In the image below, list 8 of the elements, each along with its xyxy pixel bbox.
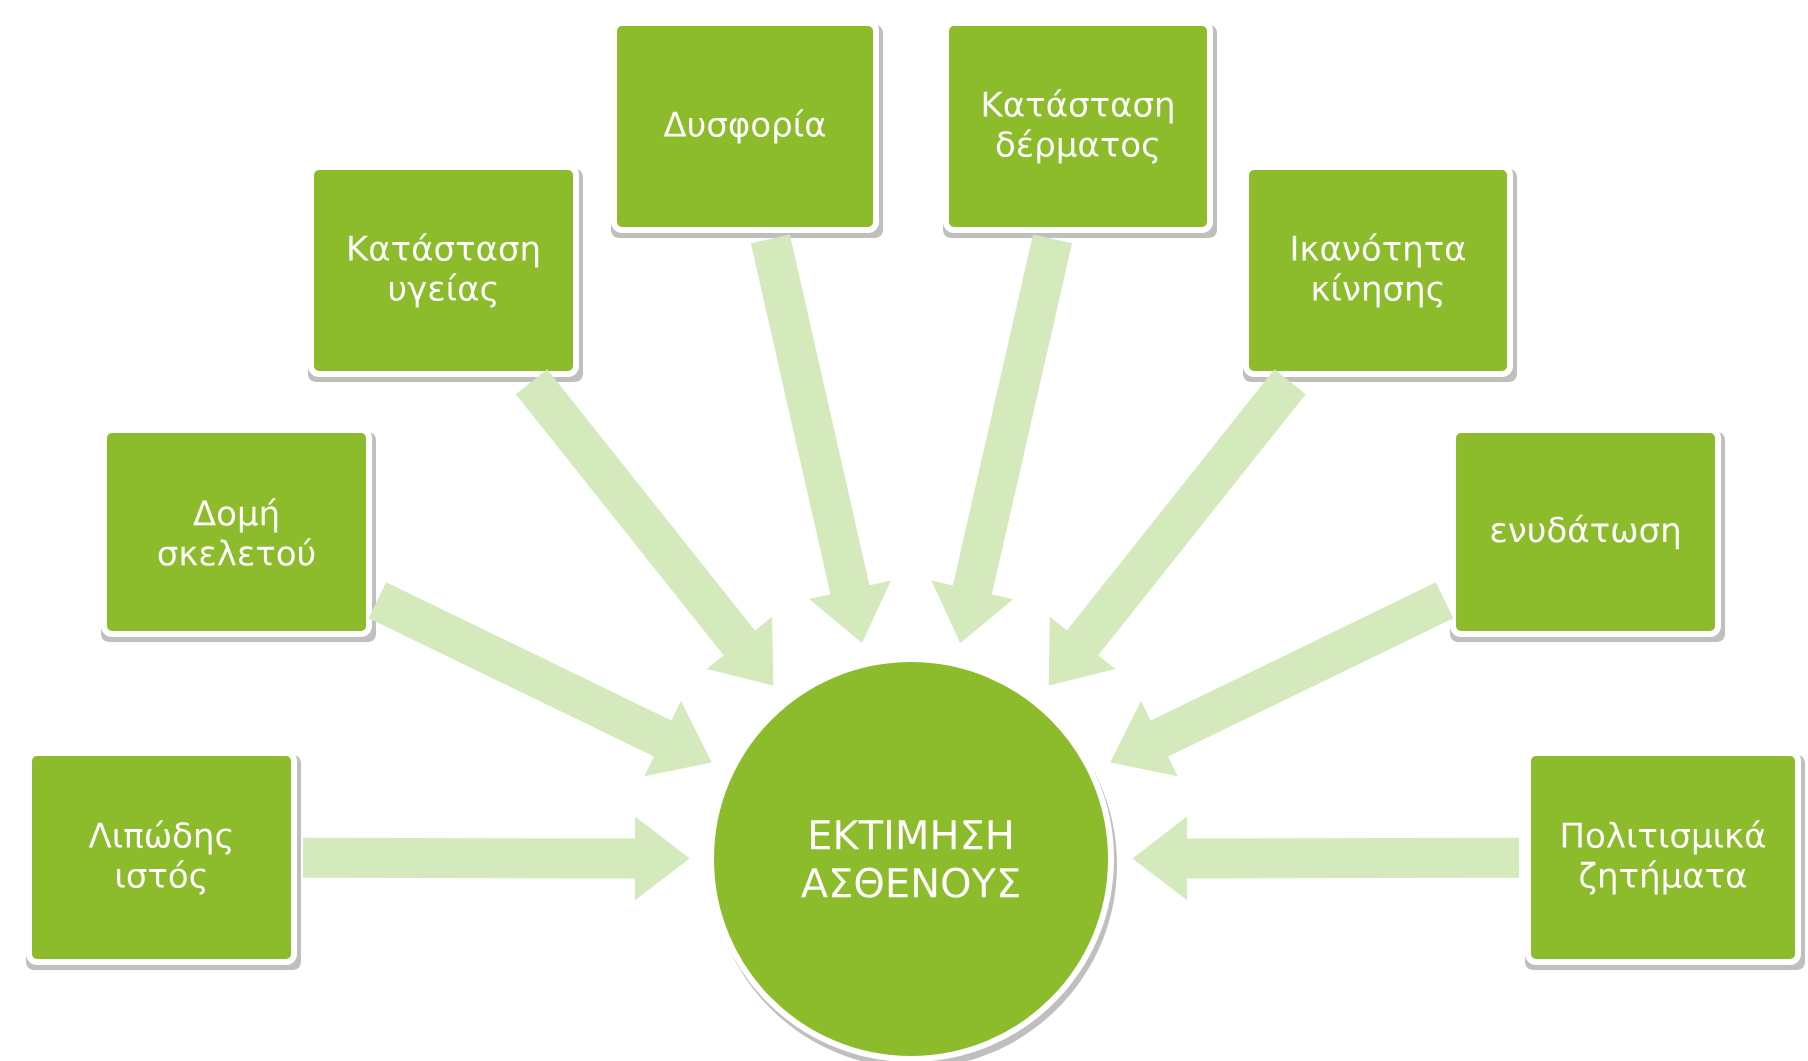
process-box: ενυδάτωση	[1450, 427, 1725, 642]
process-box: Ικανότητα κίνησης	[1243, 164, 1517, 382]
process-box: Κατάσταση υγείας	[308, 164, 583, 382]
process-box: Δομή σκελετού	[101, 427, 376, 642]
process-box: Λιπώδης ιστός	[26, 750, 301, 970]
process-box: Κατάσταση δέρματος	[943, 20, 1217, 238]
process-box: Πολιτισμικά ζητήματα	[1525, 750, 1805, 970]
process-box: Δυσφορία	[611, 20, 883, 238]
